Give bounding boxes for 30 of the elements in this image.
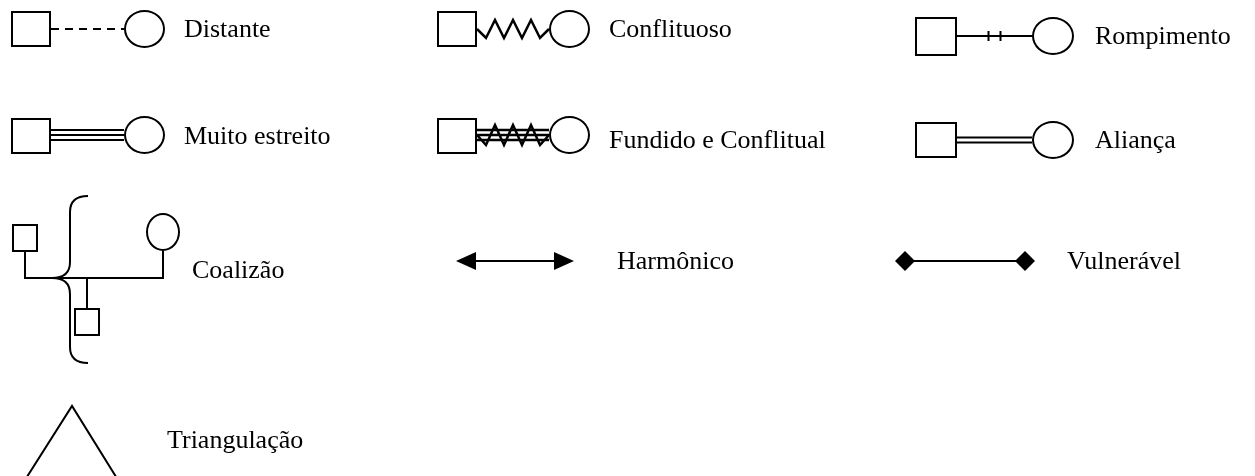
legend-label: Vulnerável — [1067, 246, 1181, 276]
legend-label: Aliança — [1095, 125, 1176, 155]
legend-label: Muito estreito — [184, 121, 331, 151]
male-square — [437, 11, 477, 47]
female-circle — [549, 116, 590, 154]
female-circle — [124, 116, 165, 154]
connector-line — [50, 28, 125, 30]
male-square — [12, 224, 38, 252]
female-circle — [124, 10, 165, 48]
female-circle — [1032, 17, 1074, 55]
legend-label: Rompimento — [1095, 21, 1231, 51]
legend-label: Distante — [184, 14, 271, 44]
female-circle — [1032, 121, 1074, 159]
male-square — [11, 118, 51, 154]
male-square — [915, 17, 957, 56]
male-square — [915, 122, 957, 158]
male-square — [11, 11, 51, 47]
legend-label: Coalizão — [192, 255, 285, 285]
male-square — [437, 118, 477, 154]
legend-label: Harmônico — [617, 246, 734, 276]
connector-line — [476, 17, 550, 41]
connector-line — [956, 30, 1033, 42]
male-square — [74, 308, 100, 336]
female-circle — [146, 213, 180, 251]
legend-label: Conflituoso — [609, 14, 732, 44]
connector-line — [956, 136, 1033, 144]
legend-label: Triangulação — [167, 425, 304, 455]
female-circle — [549, 10, 590, 48]
legend-label: Fundido e Conflitual — [609, 125, 826, 155]
connector-line — [50, 129, 125, 141]
